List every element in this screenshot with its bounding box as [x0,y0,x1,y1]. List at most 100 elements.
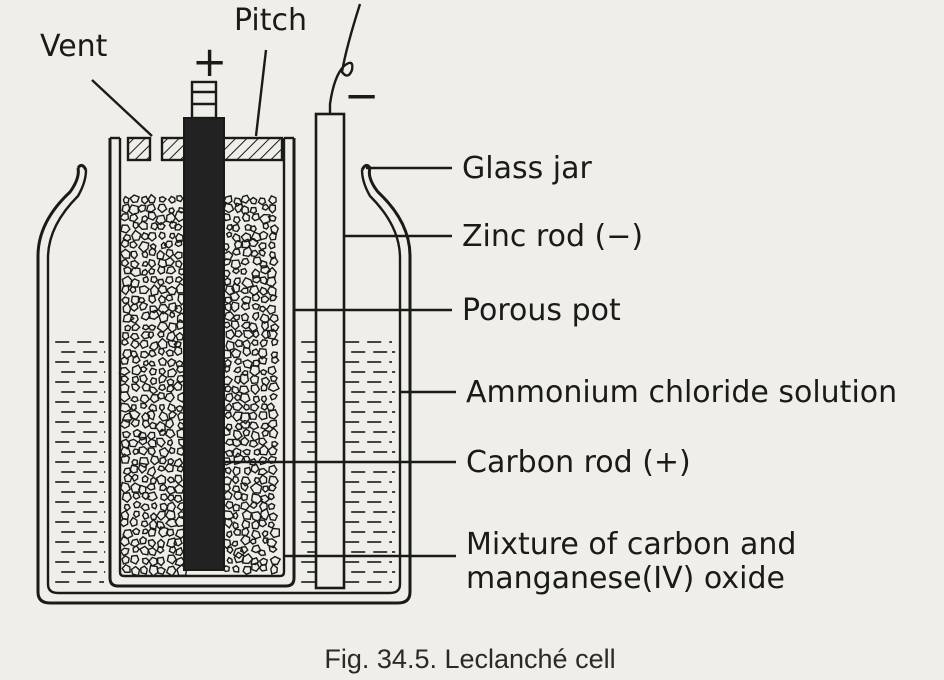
mixture-grain [164,276,174,285]
mixture-grain [224,466,232,475]
mixture-label-line2: manganese(IV) oxide [466,561,785,596]
mixture-grain [138,457,150,469]
mixture-grain [232,216,241,225]
mixture-grain [259,313,270,325]
mixture-grain [167,457,175,465]
vent-label: Vent [40,29,108,64]
mixture-grain [260,403,269,411]
mixture-grain [140,268,149,276]
mixture-grain [151,502,158,510]
mixture-grain [165,248,175,259]
mixture-grain [232,503,241,512]
mixture-grain [265,304,276,315]
mixture-grain [242,565,252,576]
mixture-grain [267,502,276,511]
mixture-grain [251,311,260,322]
mixture-grain [241,526,250,537]
mixture-grain [239,412,251,425]
mixture-grain [260,422,270,430]
mixture-grain [232,438,242,448]
mixture-grain [130,278,140,288]
mixture-grain [130,404,137,412]
mixture-grain [150,476,158,485]
mixture-grain [270,337,279,347]
mixture-grain [120,453,131,464]
mixture-grain [232,528,242,536]
mixture-grain [118,366,131,376]
mixture-grain [271,440,279,448]
mixture-grain [147,447,157,457]
mixture-grain [252,329,260,339]
mixture-grain [155,510,166,522]
mixture-grain [156,391,166,400]
mixture-grain [249,538,257,545]
mixture-grain [129,212,139,223]
mixture-grain [233,452,245,466]
mixture-grain [250,249,260,258]
mixture-grain [268,475,279,487]
mixture-grain [164,462,175,473]
mixture-grain [148,385,159,395]
mixture-grain [120,446,132,458]
mixture-grain [168,446,176,455]
mixture-grain [258,519,268,528]
mixture-grain [140,311,151,321]
mixture-grain [239,492,249,502]
mixture-grain [168,410,178,420]
mixture-grain [240,301,250,311]
mixture-grain [262,222,270,230]
mixture-grain [166,554,178,565]
mixture-grain [130,418,140,428]
mixture-grain [132,544,140,553]
mixture-grain [238,385,250,395]
mixture-grain [157,347,165,356]
mixture-grain [157,384,167,392]
mixture-grain [157,203,168,214]
mixture-grain [158,410,170,422]
carbon-manganese-mixture [118,193,282,577]
mixture-grain [240,436,250,447]
mixture-grain [240,534,251,546]
mixture-grain [261,203,270,211]
mixture-grain [156,546,165,554]
mixture-grain [251,562,261,573]
mixture-grain [141,557,151,566]
mixture-grain [166,384,175,393]
mixture-grain [168,220,178,229]
mixture-grain [148,247,157,257]
mixture-grain [155,474,167,485]
mixture-grain [139,565,148,575]
zinc-rod-label: Zinc rod (−) [462,219,643,254]
mixture-grain [147,193,157,204]
mixture-grain [123,503,131,512]
mixture-grain [176,374,186,384]
mixture-grain [139,503,150,512]
mixture-grain [147,211,158,221]
mixture-grain [128,409,141,421]
mixture-grain [250,557,260,566]
mixture-grain [258,305,267,313]
mixture-grain [259,339,269,348]
mixture-grain [130,565,141,577]
mixture-grain [156,437,166,448]
mixture-grain [253,448,262,457]
mixture-grain [247,237,259,248]
mixture-grain [149,283,160,297]
mixture-grain [242,329,255,340]
pitch-label: Pitch [234,3,307,38]
mixture-grain [253,477,261,485]
mixture-grain [158,374,168,384]
mixture-grain [167,402,177,413]
mixture-grain [164,428,176,439]
mixture-grain [141,528,150,535]
mixture-grain [138,301,149,311]
mixture-grain [145,483,156,491]
mixture-grain [165,565,177,577]
mixture-grain [234,329,244,338]
mixture-grain [149,518,158,531]
positive-terminal-label: + [192,37,227,86]
mixture-grain [147,331,155,340]
mixture-grain [258,564,268,572]
mixture-grain [224,500,234,510]
mixture-grain [257,347,268,360]
